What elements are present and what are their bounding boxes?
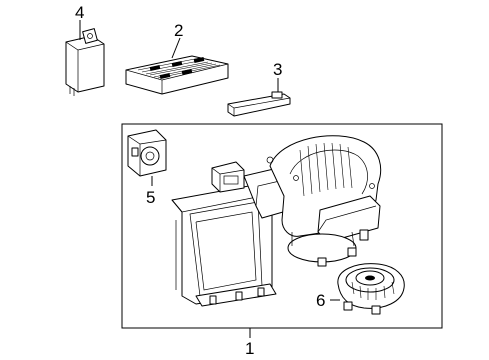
control-module-part-4 bbox=[65, 20, 105, 96]
blower-motor-part-6 bbox=[330, 263, 405, 315]
blower-housing-assembly bbox=[171, 135, 382, 307]
callout-5: 5 bbox=[146, 188, 155, 207]
callout-1: 1 bbox=[245, 339, 254, 358]
callout-6: 6 bbox=[316, 291, 325, 310]
callout-3: 3 bbox=[273, 60, 282, 79]
filter-cover-part-3 bbox=[227, 78, 291, 117]
callout-2: 2 bbox=[174, 21, 183, 40]
air-filter-part-2 bbox=[125, 37, 229, 95]
callout-4: 4 bbox=[75, 3, 84, 22]
assembly-frame bbox=[121, 123, 443, 329]
damper-actuator-part-5 bbox=[127, 129, 167, 186]
